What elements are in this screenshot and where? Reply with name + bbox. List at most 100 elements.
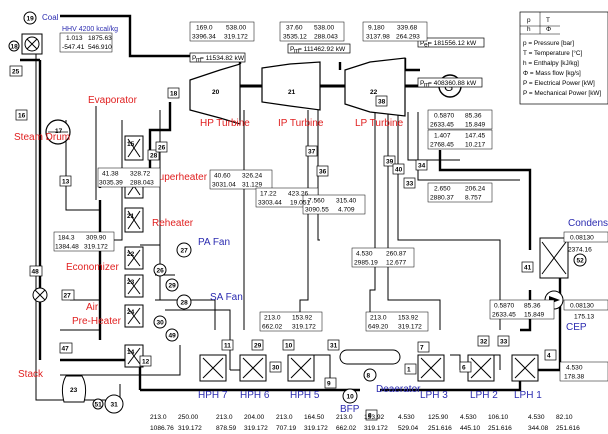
bottom-value-row2-11: 251.616 [488, 425, 512, 432]
hph7[interactable] [200, 355, 226, 381]
condenser-label: Condenser [568, 218, 608, 229]
reheater-label: Reheater [152, 218, 194, 229]
lph1[interactable] [512, 355, 538, 381]
node-31: 31 [111, 402, 119, 409]
furnace-mixer[interactable]: 18 25 [9, 34, 42, 76]
sn-10: 10 [285, 343, 293, 350]
v-cep-h: 2633.45 [492, 312, 516, 319]
v-cep-t: 85.36 [524, 303, 541, 310]
bottom-value-row2-4: 707.19 [276, 425, 297, 432]
bfp[interactable]: 10 [343, 389, 357, 403]
coal-t: 1875.63 [88, 35, 112, 42]
v-ip1-p: 17.22 [260, 191, 277, 198]
sn-38: 38 [378, 99, 386, 106]
node-23: 23 [127, 279, 135, 286]
condenser[interactable] [540, 238, 568, 278]
v-econ-p: 184.3 [58, 235, 75, 242]
furnace-node: 18 [11, 44, 19, 51]
hph5[interactable] [288, 355, 314, 381]
sn-11: 11 [224, 343, 231, 350]
bottom-value-row1-10: 4.530 [460, 414, 477, 421]
bottom-value-row2-3: 319.172 [244, 425, 268, 432]
lph3-label: LPH 3 [420, 390, 448, 401]
lph3[interactable] [418, 355, 444, 381]
node-27b: 27 [64, 293, 72, 300]
v-hpext-phi: 31.129 [242, 182, 263, 189]
v-lp-in-p: 9.180 [368, 25, 385, 32]
v-lpr-t: 178.38 [564, 374, 585, 381]
legend-header-p: p [527, 17, 531, 24]
sn-7: 7 [420, 345, 424, 352]
lp-power-box: P m = 408360.88 kW [418, 78, 482, 89]
stack[interactable]: 23 51 31 [62, 376, 123, 413]
bottom-value-row1-2: 213.0 [216, 414, 233, 421]
v-fw2-h: 649.20 [368, 324, 389, 331]
node-14: 14 [127, 349, 135, 356]
v-ip-in-phi: 288.043 [314, 34, 338, 41]
v-lp2-h: 2768.45 [430, 142, 454, 149]
v-ip-in-p: 37.60 [286, 25, 303, 32]
bottom-value-row1-3: 204.00 [244, 414, 265, 421]
bottom-value-row2-8: 529.04 [398, 425, 419, 432]
sn-13: 13 [62, 179, 70, 186]
bottom-value-row2-9: 251.616 [428, 425, 452, 432]
sn-41: 41 [524, 265, 532, 272]
lp-turbine[interactable]: 22 [345, 58, 405, 116]
node-52: 52 [577, 258, 585, 265]
evaporator-label: Evaporator [88, 95, 138, 106]
ip-turbine[interactable]: 21 [262, 62, 320, 110]
v-lp1-phi: 15.849 [465, 122, 486, 129]
v-cep-p: 0.5870 [494, 303, 515, 310]
node-30: 30 [157, 320, 165, 327]
deaerator[interactable]: 8 [340, 350, 400, 381]
lp-turbine-label: LP Turbine [355, 118, 404, 129]
node-49: 49 [169, 333, 177, 340]
v-lp4-h: 2985.19 [354, 260, 378, 267]
v-cond-p: 0.08130 [570, 235, 594, 242]
legend-line-2: h = Enthalpy [kJ/kg] [523, 60, 579, 67]
v-lp1-t: 85.36 [465, 113, 482, 120]
sn-29: 29 [254, 343, 262, 350]
lph1-label: LPH 1 [514, 390, 542, 401]
v-ip-in-t: 538.00 [314, 25, 335, 32]
sn-18: 18 [170, 91, 178, 98]
v-fw2-p: 213.0 [370, 315, 387, 322]
legend-line-1: T = Temperature [°C] [523, 49, 583, 57]
hhv-label: HHV 4200 kcal/kg [62, 26, 118, 33]
bottom-value-row1-7: 153.92 [364, 414, 385, 421]
legend: p T h Φ p = Pressure [bar] T = Temperatu… [520, 12, 608, 104]
v-ip1-t: 423.26 [288, 191, 309, 198]
v-lp-in-h: 3137.98 [366, 34, 390, 41]
sn-34: 34 [418, 163, 426, 170]
sn-16: 16 [18, 113, 26, 120]
economizer-label: Economizer [66, 262, 119, 273]
sn-37: 37 [308, 149, 316, 156]
hp-turbine[interactable]: 20 [190, 64, 240, 124]
pa-fan[interactable]: 27 [177, 243, 191, 257]
v-fw1-p: 213.0 [264, 315, 281, 322]
sn-31: 31 [330, 343, 338, 350]
sa-fan-label: SA Fan [210, 292, 243, 303]
lph2[interactable] [468, 355, 494, 381]
v-lp2-p: 1.407 [434, 133, 451, 140]
v-hpext-p: 40.60 [214, 173, 231, 180]
node-22b: 22 [127, 251, 135, 258]
v-ip1-h: 3303.44 [258, 200, 282, 207]
v-ip-in-h: 3535.12 [283, 34, 307, 41]
sn-28: 28 [150, 153, 158, 160]
sn-36: 36 [319, 169, 327, 176]
sa-fan[interactable]: 28 [177, 295, 191, 309]
node-48: 48 [32, 269, 40, 276]
coal-source[interactable]: 19 [24, 12, 36, 24]
generator-power-box: P el = 181556.12 kW [418, 38, 484, 49]
legend-line-5: P = Mechanical Power [kW] [523, 90, 601, 97]
hph6[interactable] [240, 355, 266, 381]
sn-33: 33 [406, 181, 414, 188]
sn-30: 30 [272, 365, 280, 372]
bottom-value-row1-8: 4.530 [398, 414, 415, 421]
v-lp-in-t: 339.68 [397, 25, 418, 32]
air-junction[interactable] [33, 288, 47, 302]
sn-32: 32 [480, 339, 488, 346]
